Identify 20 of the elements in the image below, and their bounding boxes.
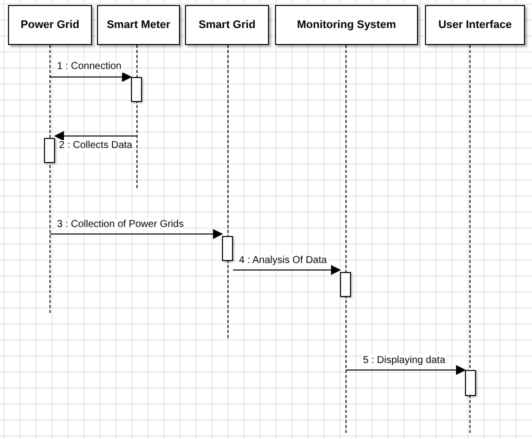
lifeline-head: Smart Meter <box>97 5 180 45</box>
message-arrow <box>50 229 223 239</box>
lifeline-head: Smart Grid <box>185 5 269 45</box>
message-label: 4 : Analysis Of Data <box>238 255 328 267</box>
activation-bar <box>44 138 55 163</box>
lifeline-head: User Interface <box>425 5 525 45</box>
message-arrow <box>54 131 138 141</box>
message-label: 2 : Collects Data <box>58 140 134 152</box>
message-arrow <box>50 72 132 82</box>
message-arrow <box>232 265 341 275</box>
message-label: 1 : Connection <box>56 61 122 73</box>
activation-bar <box>465 370 476 396</box>
activation-bar <box>340 272 351 297</box>
activation-bar <box>131 77 142 102</box>
activation-bar <box>222 236 233 261</box>
lifeline-head: Power Grid <box>8 5 92 45</box>
message-label: 5 : Displaying data <box>362 355 446 367</box>
message-arrow <box>346 365 466 375</box>
message-label: 3 : Collection of Power Grids <box>56 219 185 231</box>
lifeline-head: Monitoring System <box>275 5 418 45</box>
